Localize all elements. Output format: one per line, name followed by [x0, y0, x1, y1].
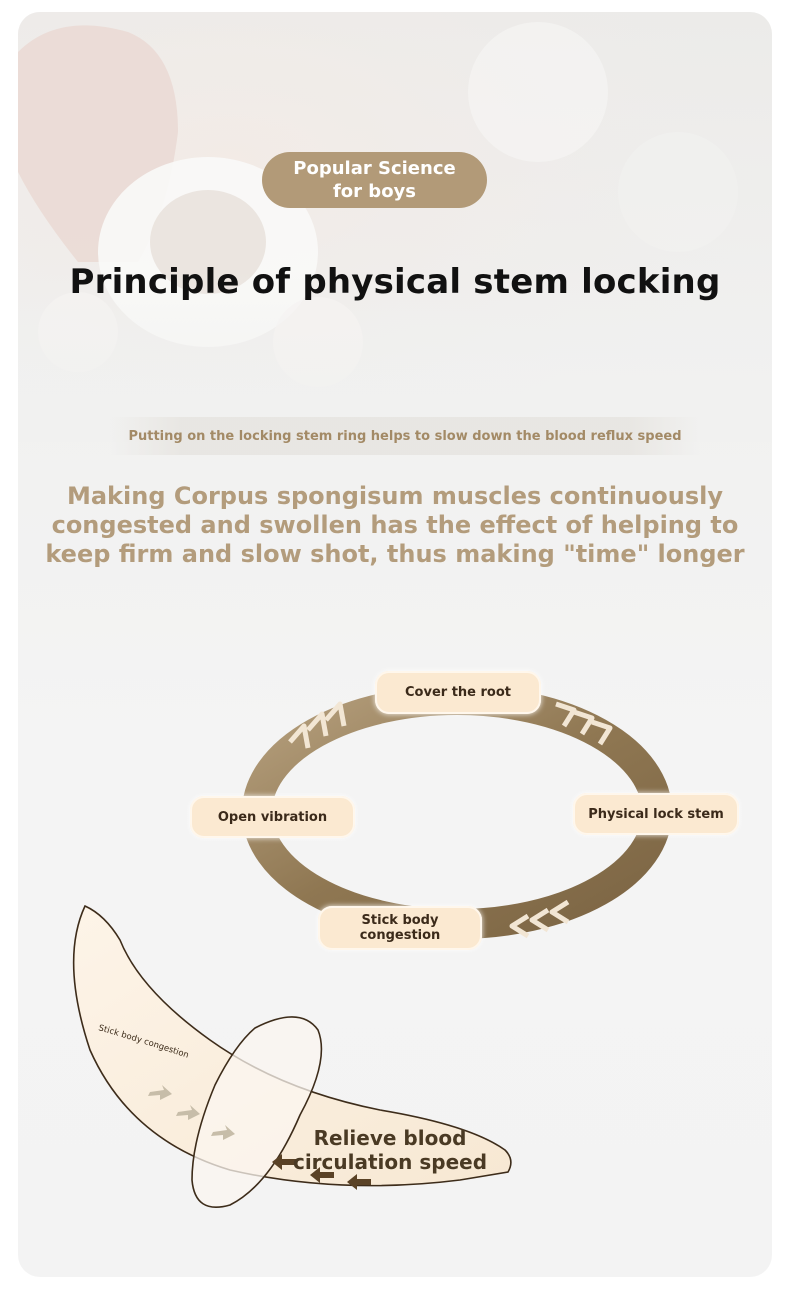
arrows-light — [148, 1085, 235, 1140]
lead-line-2: congested and swollen has the effect of … — [51, 511, 739, 539]
cover-root-text: Cover the root — [405, 685, 511, 700]
chevrons-bottom — [509, 899, 570, 939]
physical-lock-text: Physical lock stem — [588, 806, 724, 822]
badge-line-1: Popular Science — [293, 158, 456, 179]
relieve-line-1: Relieve blood — [313, 1126, 467, 1150]
label-physical-lock-stem: Physical lock stem — [573, 793, 739, 835]
poster-card — [18, 12, 772, 1277]
chevrons-upper-left — [288, 701, 347, 749]
relieve-line-2: circulation speed — [292, 1150, 488, 1174]
arrows-dark — [272, 1154, 371, 1190]
relieve-blood-label: Relieve blood circulation speed — [290, 1126, 490, 1174]
subtitle: Putting on the locking stem ring helps t… — [110, 417, 700, 455]
badge-line-2: for boys — [332, 181, 417, 202]
page-title: Principle of physical stem locking — [69, 262, 721, 302]
label-stick-body-congestion: Stick body congestion — [318, 906, 482, 950]
label-cover-the-root: Cover the root — [375, 671, 541, 714]
subtitle-text: Putting on the locking stem ring helps t… — [128, 428, 682, 444]
lead-paragraph: Making Corpus spongisum muscles continuo… — [40, 482, 750, 569]
lead-line-3: keep firm and slow shot, thus making "ti… — [45, 540, 745, 568]
body-illustration — [72, 904, 512, 1187]
hero-background-photo — [18, 12, 772, 442]
chevrons-upper-right — [555, 701, 613, 746]
lead-line-1: Making Corpus spongisum muscles continuo… — [66, 482, 724, 510]
congestion-line-1: Stick body — [361, 913, 439, 928]
open-vibration-text: Open vibration — [217, 809, 328, 825]
label-open-vibration: Open vibration — [190, 796, 355, 838]
lock-ring-illustration — [191, 1016, 323, 1208]
popular-science-badge: Popular Science for boys — [262, 152, 487, 208]
congestion-line-2: congestion — [359, 928, 441, 943]
